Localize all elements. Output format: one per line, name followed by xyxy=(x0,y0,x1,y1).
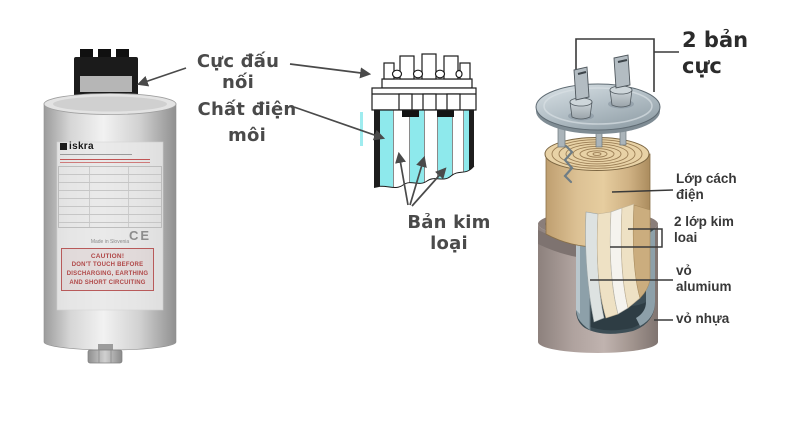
insulation-label: Lớp cách điện xyxy=(676,171,737,203)
caution-line-1: CAUTION! xyxy=(90,253,125,260)
leader-lines xyxy=(136,63,447,207)
electrodes-label: 2 bản cực xyxy=(682,27,762,79)
lid xyxy=(535,83,661,134)
terminal-label: Cực đấu nối xyxy=(196,51,280,93)
caution-box: CAUTION! DON'T TOUCH BEFORE DISCHARGING,… xyxy=(61,248,154,291)
cross-section-diagram xyxy=(360,53,477,188)
dielectric-label: Chất điện môi xyxy=(197,97,297,149)
label-red-line xyxy=(60,159,150,160)
caution-line-4: AND SHORT CIRCUITING xyxy=(69,280,146,286)
winding-stripes xyxy=(374,110,474,188)
caution-line-2: DON'T TOUCH BEFORE xyxy=(71,262,144,268)
aluminum-shell-label-line2: alumium xyxy=(676,279,732,294)
metal-layers-label-line1: 2 lớp kim xyxy=(674,214,734,229)
metal-plates-label: Bản kim loại xyxy=(407,212,491,254)
mounting-stud xyxy=(87,344,123,364)
caution-line-3: DISCHARGING, EARTHING xyxy=(66,271,149,277)
plastic-shell-label: vỏ nhựa xyxy=(676,311,730,326)
insulation-label-line2: điện xyxy=(676,187,704,202)
spec-table xyxy=(58,166,162,228)
aluminum-shell-label-line1: vỏ xyxy=(676,263,692,278)
insulation-label-line1: Lớp cách xyxy=(676,171,737,186)
dielectric-label-line1: Chất điện xyxy=(197,99,297,120)
metal-layers-label-line2: loai xyxy=(674,230,698,245)
electrodes-label-line2: cực xyxy=(682,54,722,78)
brand-logo-icon xyxy=(60,143,67,150)
brand-name: iskra xyxy=(69,141,94,152)
label-red-line-2 xyxy=(60,162,150,163)
brand-logo: iskra xyxy=(60,141,94,152)
ce-mark: CE xyxy=(129,228,152,243)
terminal-block xyxy=(74,49,138,102)
electrodes-bracket xyxy=(575,38,679,92)
right-leader-lines xyxy=(590,189,674,321)
made-in-text: Made in Slovenia xyxy=(90,239,130,245)
terminals xyxy=(568,54,634,121)
cutaway-capacitor-illustration xyxy=(535,38,679,353)
label-divider xyxy=(60,154,132,155)
lid-legs xyxy=(557,127,627,184)
dielectric-label-line2: môi xyxy=(228,125,266,146)
metal-layers-label: 2 lớp kim loai xyxy=(674,214,734,246)
electrodes-label-line1: 2 bản xyxy=(682,28,749,52)
aluminum-shell-label: vỏ alumium xyxy=(676,263,732,295)
